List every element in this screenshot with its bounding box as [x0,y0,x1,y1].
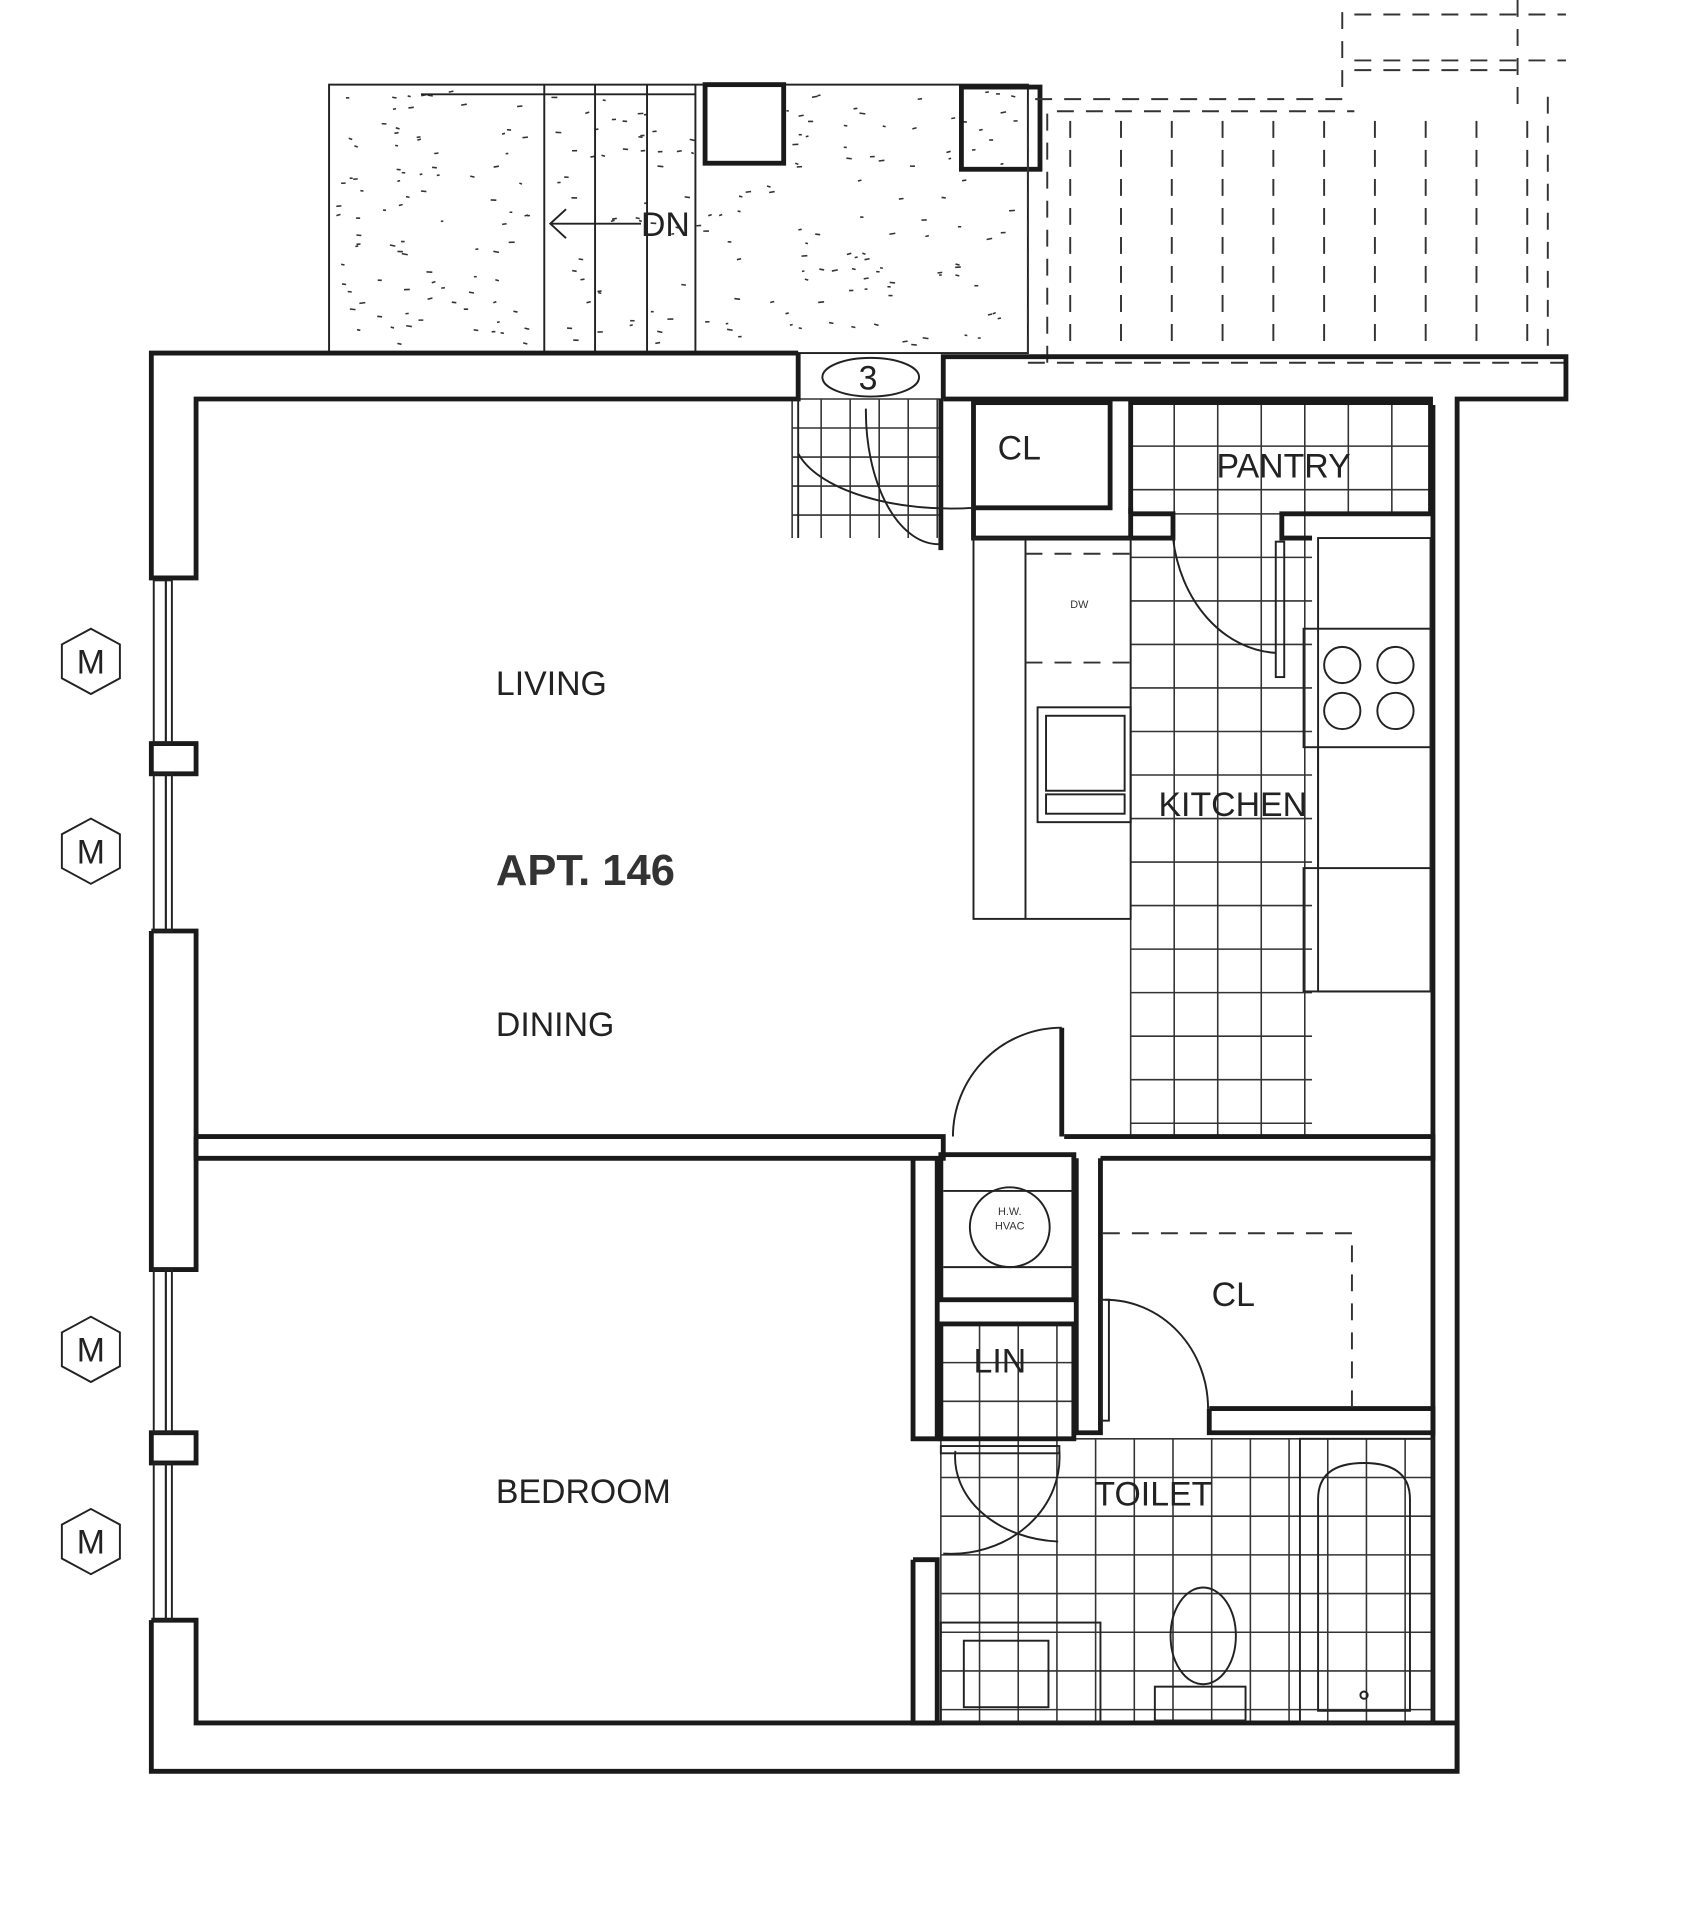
doors: 3 [797,356,1286,1555]
water-heater-label: H.W. [998,1206,1022,1218]
pantry-label: PANTRY [1217,448,1351,486]
svg-text:M: M [77,643,105,681]
kitchen-sink [1036,706,1132,824]
balcony: DN [328,82,1043,355]
bedroom-closet-label: CL [1212,1276,1255,1314]
hexagon-marker-icon: M [60,1315,121,1384]
stair-down-label: DN [641,206,690,244]
concrete-texture [336,90,1018,346]
toilet-label: TOILET [1094,1475,1212,1513]
window-markers: M M M M [60,627,121,1576]
tile-floors [791,398,1433,1723]
down-arrow-icon [548,208,642,239]
bath-fixtures [939,1437,1434,1724]
entry-marker [821,356,921,398]
entry-number: 3 [859,359,878,397]
bedroom-label: BEDROOM [496,1473,671,1511]
linen-label: LIN [973,1342,1026,1380]
svg-text:M: M [77,1524,105,1562]
apartment-number: APT. 146 [496,847,675,895]
kitchen-fixtures: DW [972,537,1432,993]
hexagon-marker-icon: M [60,627,121,696]
toilet [1169,1586,1237,1686]
closet-shelf [1102,1232,1353,1409]
bathtub [1317,1462,1411,1712]
entry-closet-label: CL [998,429,1041,467]
dishwasher-label: DW [1070,599,1089,611]
living-label: LIVING [496,665,607,703]
stair-treads [420,84,697,354]
svg-text:M: M [77,833,105,871]
vanity [939,1621,1102,1723]
room-labels: LIVING APT. 146 DINING KITCHEN PANTRY CL… [496,429,1351,1513]
column [702,82,787,166]
interior-walls [193,398,1436,1726]
utility-fixtures: H.W. HVAC [943,1186,1353,1409]
windows [152,579,173,1622]
stove [1302,627,1432,749]
exterior-walls [148,350,1569,1774]
kitchen-label: KITCHEN [1158,786,1307,824]
dining-label: DINING [496,1006,614,1044]
hexagon-marker-icon: M [60,817,121,885]
hexagon-marker-icon: M [60,1507,121,1576]
column [958,84,1043,172]
adjacent-deck [1026,0,1566,364]
hvac-label: HVAC [995,1221,1025,1233]
svg-text:M: M [77,1331,105,1369]
